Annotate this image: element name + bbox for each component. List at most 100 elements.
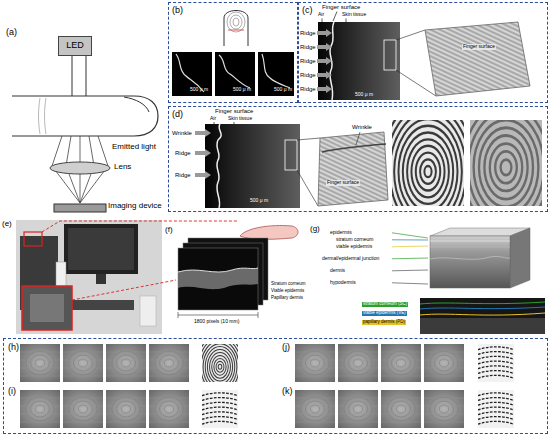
optical-setup-part	[124, 97, 149, 112]
oct-scan-c-part-part	[317, 57, 332, 65]
figure-label: (g)	[310, 225, 320, 234]
oct-scan-c-part	[425, 22, 530, 96]
fingerprint-sequences-part	[197, 335, 244, 399]
fingerprint-sequences-part	[295, 344, 335, 382]
oct-scan-c-part-part	[317, 29, 332, 37]
figure-label: 500 μ m	[190, 87, 208, 93]
figure-label: Stratum corneum	[271, 282, 306, 287]
skin-layer-model-part	[392, 239, 428, 240]
skin-layer-model-part	[430, 236, 510, 288]
figure-label: 1800 pixels (10 mm)	[194, 319, 239, 325]
oct-scan-d-part	[217, 124, 221, 208]
oct-scan-b	[172, 11, 294, 97]
oct-scan-d-part	[285, 140, 297, 170]
oct-scan-b-part-part	[227, 12, 245, 32]
oct-device-photo-part	[24, 232, 42, 246]
figure-label: stratum corneum (SC)	[362, 302, 408, 307]
oct-scan-d-part-part	[195, 171, 211, 179]
skin-layer-model-part	[420, 307, 545, 309]
oct-scan-b-part	[228, 30, 244, 31]
fingerprint-sequences-part	[106, 344, 146, 382]
figure-label: Finger surface	[215, 108, 253, 115]
optical-setup-part	[54, 204, 106, 212]
figure-label: Air	[318, 12, 324, 18]
b-scan-stack-part	[178, 312, 179, 318]
figure-label: Viable epidermis	[271, 289, 304, 294]
figure-label: 500 μ m	[355, 92, 373, 98]
b-scan-stack-part	[178, 268, 258, 289]
oct-scan-b-part	[258, 52, 294, 96]
figure-label: Imaging device	[108, 202, 162, 211]
optical-setup-part	[12, 96, 158, 136]
figure-label: Ridge	[300, 58, 316, 65]
optical-setup-part	[39, 98, 41, 134]
skin-layer-model-part	[420, 313, 545, 315]
fingerprint-sequences-part	[338, 390, 378, 428]
figure-label: Ridge	[300, 44, 316, 51]
b-scan-stack	[178, 225, 298, 318]
skin-layer-model-part	[430, 256, 510, 259]
figure-label: viable epidermis (VE)	[362, 311, 407, 316]
fingerprint-sequences-part	[106, 390, 146, 428]
panel-box: (h)(i)(j)(k)	[3, 338, 548, 434]
optical-setup-part	[86, 52, 87, 96]
fingerprint-sequences-part	[149, 390, 189, 428]
figure-label: Emitted light	[112, 143, 156, 152]
oct-scan-c-part	[322, 19, 323, 23]
figure-label: 500 μ m	[233, 87, 251, 93]
figure-label: Ridge	[300, 30, 316, 37]
fingerprint-sequences-part	[424, 344, 464, 382]
figure-label: Finger surface	[462, 44, 496, 50]
figure-label: epidermis	[330, 230, 352, 236]
figure-label: 500 μ m	[274, 87, 292, 93]
oct-device-photo-part	[68, 228, 134, 270]
oct-scan-c-part	[396, 30, 425, 40]
figure-label: viable epidermis	[336, 244, 372, 250]
skin-layer-model-part	[392, 233, 428, 238]
oct-scan-b-part-part	[230, 15, 242, 29]
panel-letter: (k)	[282, 387, 293, 397]
figure-label: dermis	[330, 268, 345, 274]
figure-label: Ridge	[300, 86, 316, 93]
fingerprint-sequences	[20, 335, 514, 428]
oct-scan-b-part	[224, 11, 248, 47]
oct-scan-d-part	[297, 170, 318, 206]
skin-layer-model-part	[392, 270, 428, 272]
oct-device-photo-part	[64, 224, 138, 274]
oct-scan-d-part	[205, 124, 300, 208]
panel-letter: (d)	[172, 110, 183, 120]
oct-device-photo-part	[42, 221, 238, 232]
oct-device-photo-part	[22, 286, 72, 330]
oct-scan-c-part-part	[317, 85, 332, 93]
led-box: LED	[58, 36, 92, 56]
panel-box: (c)	[298, 2, 548, 103]
fingerprint-sequences-part	[63, 390, 103, 428]
panel-letter: (j)	[282, 343, 290, 353]
oct-device-photo-part	[96, 274, 106, 284]
skin-layer-model-part	[420, 318, 545, 334]
oct-scan-b-part-part	[233, 18, 239, 26]
b-scan-stack-part	[178, 248, 258, 310]
b-scan-stack-part	[178, 268, 258, 272]
optical-setup-part	[72, 52, 73, 96]
figure-label: Wrinkle	[172, 130, 192, 137]
oct-scan-b-part	[172, 52, 212, 96]
panel-letter: (h)	[8, 343, 19, 353]
fingerprint-sequences-part	[338, 344, 378, 382]
figure-label: Papillary dermis	[271, 296, 303, 301]
oct-scan-d-part	[356, 132, 360, 145]
figure-label: dermal/epidermal junction	[322, 256, 379, 262]
fingerprint-sequences-part	[478, 390, 514, 428]
oct-scan-c-part	[317, 29, 332, 93]
figure-label: (f)	[165, 226, 173, 235]
figure-label: Finger surface	[326, 180, 360, 186]
fingerprint-sequences-part	[149, 344, 189, 382]
oct-scan-d-part	[297, 138, 320, 140]
oct-scan-d-part-part	[195, 129, 211, 137]
panel-letter: (c)	[302, 6, 313, 16]
optical-setup-part	[50, 162, 110, 174]
box-label: LED	[66, 41, 84, 51]
